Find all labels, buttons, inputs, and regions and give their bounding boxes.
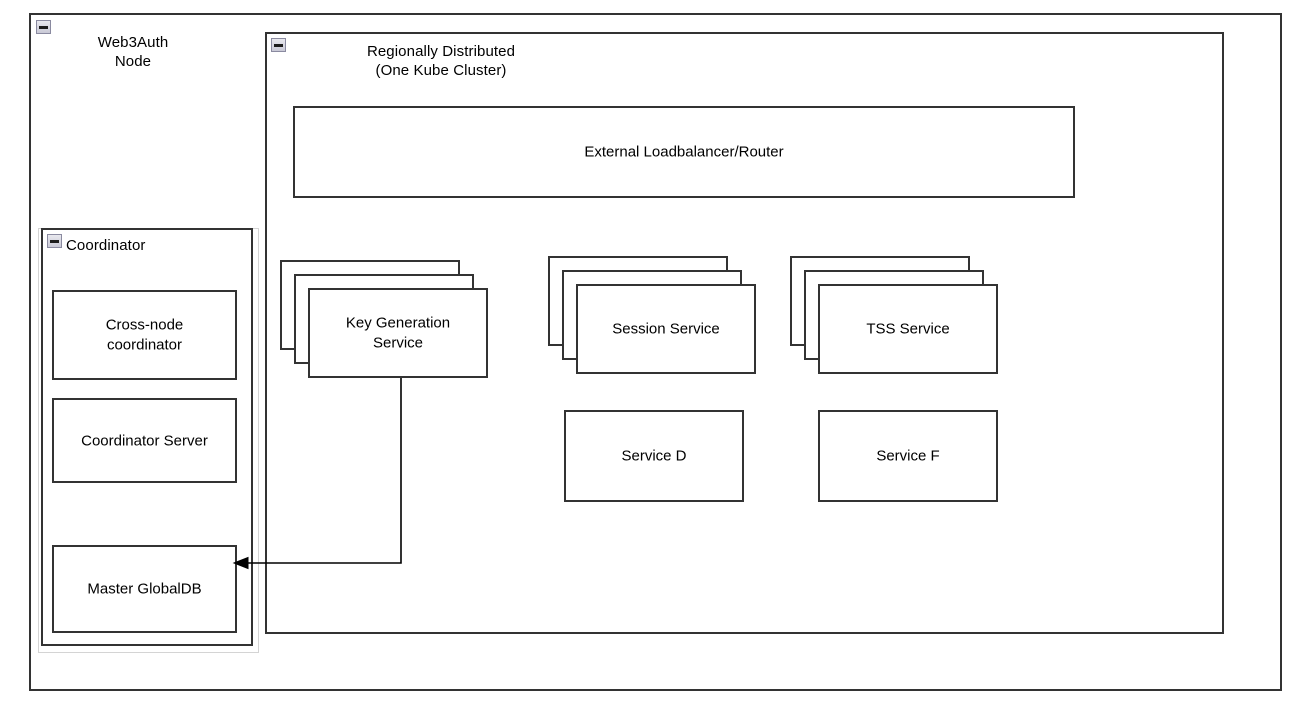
coordinator-server-label: Coordinator Server [81,431,208,449]
service-d-box[interactable]: Service D [564,410,744,502]
session-service-stack[interactable]: Session Service [548,256,756,374]
service-f-box[interactable]: Service F [818,410,998,502]
coordinator-label: Coordinator [66,237,146,254]
key-generation-service-label: Key Generation Service [345,314,451,352]
session-service-label: Session Service [612,320,720,338]
cross-node-coordinator-box[interactable]: Cross-node coordinator [52,290,237,380]
key-generation-service-box[interactable]: Key Generation Service [308,288,488,378]
external-loadbalancer-box[interactable]: External Loadbalancer/Router [293,106,1075,198]
tss-service-stack[interactable]: TSS Service [790,256,998,374]
cross-node-coordinator-label: Cross-node coordinator [105,316,184,354]
session-service-box[interactable]: Session Service [576,284,756,374]
coordinator-server-box[interactable]: Coordinator Server [52,398,237,483]
master-globaldb-label: Master GlobalDB [87,580,202,598]
collapse-minus-icon[interactable] [36,20,51,34]
external-loadbalancer-label: External Loadbalancer/Router [584,143,784,161]
collapse-minus-icon[interactable] [271,38,286,52]
collapse-minus-icon[interactable] [47,234,62,248]
key-generation-service-stack[interactable]: Key Generation Service [280,260,488,378]
tss-service-box[interactable]: TSS Service [818,284,998,374]
service-f-label: Service F [876,447,940,465]
kube-cluster-label: Regionally Distributed (One Kube Cluster… [366,43,516,80]
service-d-label: Service D [621,447,687,465]
web3auth-node-label: Web3Auth Node [97,34,169,71]
master-globaldb-box[interactable]: Master GlobalDB [52,545,237,633]
tss-service-label: TSS Service [866,320,950,338]
